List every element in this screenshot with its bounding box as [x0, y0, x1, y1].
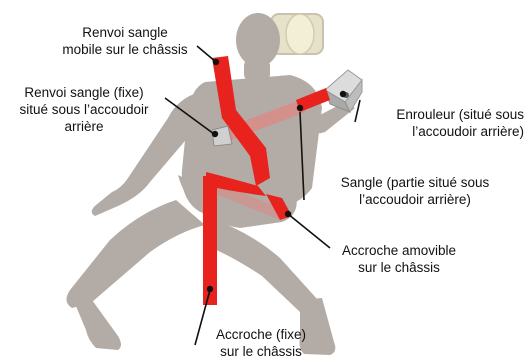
dot-renvoi-fixe: [212, 131, 218, 137]
label-accroche-fixe: Accroche (fixe) sur le châssis: [196, 326, 326, 360]
dot-enrouleur: [340, 91, 346, 97]
dot-accroche-fixe: [207, 286, 213, 292]
label-accroche-amovible: Accroche amovible sur le châssis: [324, 242, 474, 276]
label-sangle: Sangle (partie situé sous l’accoudoir ar…: [320, 174, 510, 208]
label-enrouleur: Enrouleur (situé sous l’accoudoir arrièr…: [366, 106, 524, 140]
label-renvoi-fixe: Renvoi sangle (fixe) situé sous l’accoud…: [4, 84, 164, 135]
dot-accroche-amovible: [285, 211, 291, 217]
dot-renvoi-mobile: [213, 59, 219, 65]
dot-sangle: [297, 105, 303, 111]
label-renvoi-mobile: Renvoi sangle mobile sur le châssis: [40, 24, 210, 58]
